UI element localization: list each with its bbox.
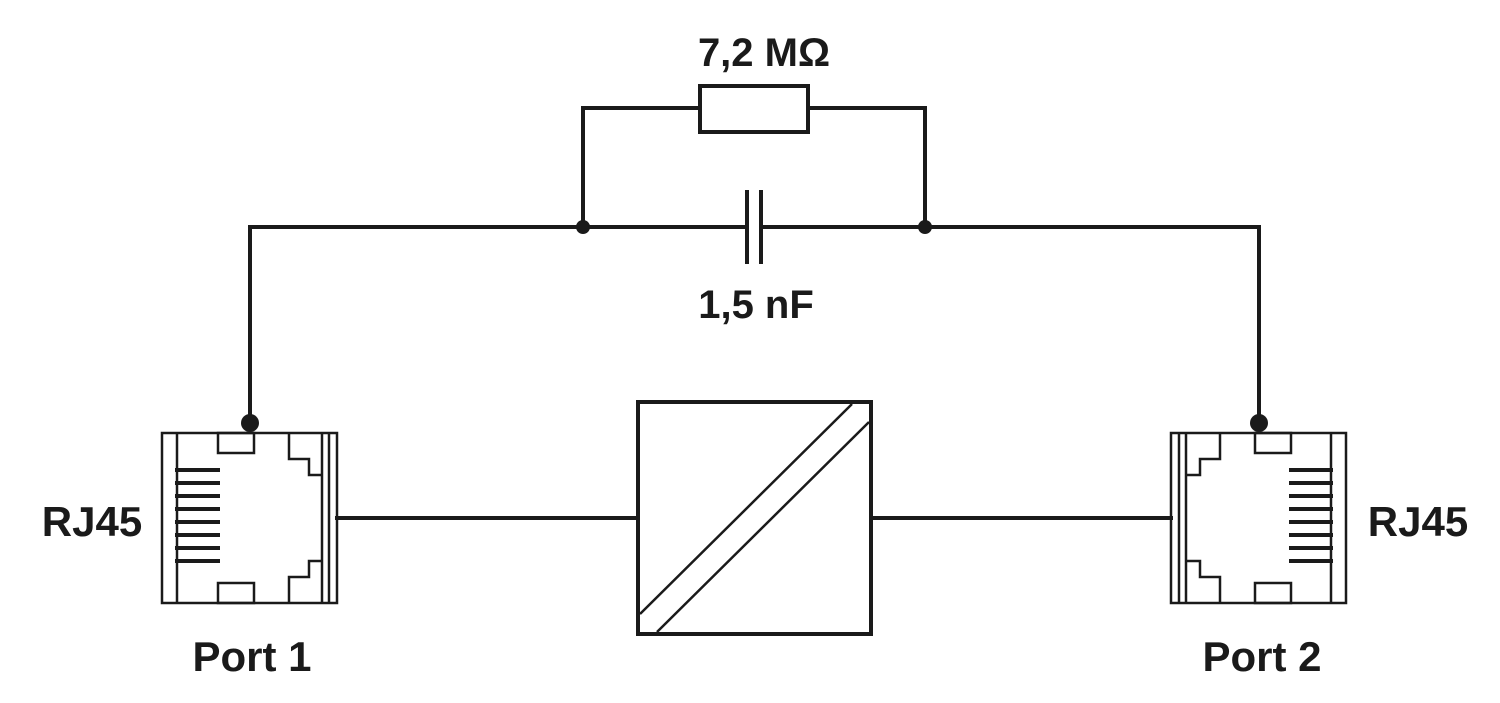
resistor-symbol [698, 84, 810, 134]
port1-rj45-jack [160, 431, 339, 605]
wire-right-rail [923, 225, 1261, 425]
isolator-block [636, 400, 873, 636]
port1-shield-dot [241, 414, 259, 432]
wire-left-rail [248, 225, 585, 425]
wire-resistor-left [581, 106, 702, 229]
port1-contact-pins [175, 468, 220, 563]
resistor-label: 7,2 MΩ [698, 31, 830, 75]
port1-name-label: Port 1 [192, 633, 311, 680]
port2-connector-label: RJ45 [1368, 498, 1468, 545]
port2-contact-pins [1289, 468, 1333, 563]
port2-name-label: Port 2 [1202, 633, 1321, 680]
ground-rail [248, 106, 1261, 425]
port2-shield-dot [1250, 414, 1268, 432]
port2-rj45-jack [1169, 431, 1348, 605]
capacitor-symbol [745, 190, 763, 264]
port1-connector-label: RJ45 [42, 498, 142, 545]
wire-resistor-right [806, 106, 927, 229]
junction-dot-left [576, 220, 590, 234]
capacitor-label: 1,5 nF [698, 283, 814, 327]
junction-dot-right [918, 220, 932, 234]
